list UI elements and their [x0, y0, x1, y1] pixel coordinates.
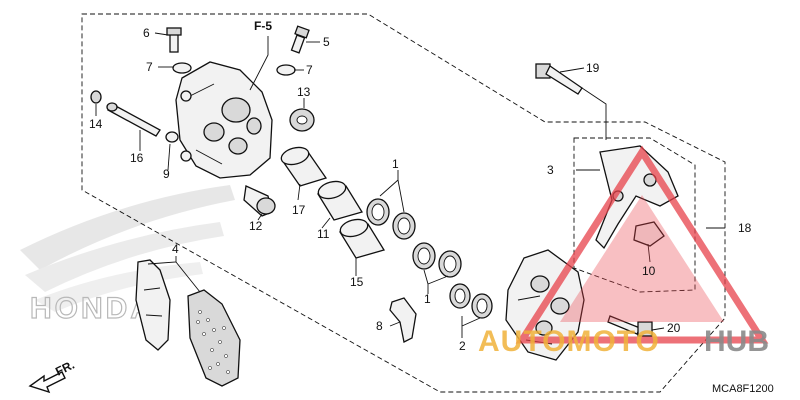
- pin-plug: [90, 90, 102, 104]
- callout-7b: 7: [306, 63, 313, 77]
- section-reference: F-5: [254, 19, 272, 33]
- retainer-clip: [633, 221, 665, 247]
- callout-12: 12: [249, 219, 263, 233]
- boot-seal-inner: [296, 115, 308, 125]
- piston-seal-set-upper: [366, 198, 416, 240]
- bleeder-cap-right: [276, 64, 296, 76]
- callout-19: 19: [586, 61, 600, 75]
- callout-1a: 1: [392, 157, 399, 171]
- callout-15: 15: [350, 275, 364, 289]
- washer-9: [165, 131, 179, 143]
- callout-1b: 1: [424, 292, 431, 306]
- callout-16: 16: [130, 151, 144, 165]
- pad-pin: [106, 102, 161, 137]
- callout-14: 14: [89, 117, 103, 131]
- piston-17: [280, 146, 328, 187]
- callout-2: 2: [459, 339, 466, 353]
- callout-7a: 7: [146, 60, 153, 74]
- leader-lines: [95, 32, 725, 338]
- warning-triangle-icon: [515, 145, 769, 344]
- front-arrow-icon: [28, 371, 66, 394]
- mounting-bolt-19: [535, 63, 583, 95]
- callout-11: 11: [317, 227, 330, 241]
- bracket-frame: [573, 137, 696, 293]
- bleeder-screw: [166, 27, 182, 53]
- drawing-code: MCA8F1200: [712, 383, 774, 395]
- callout-3: 3: [547, 163, 554, 177]
- piston-seal-set-lower: [412, 242, 462, 278]
- watermark-brand-part2: HUB: [704, 325, 769, 358]
- piston-15: [338, 218, 386, 259]
- assembly-frame: [81, 13, 726, 393]
- bleeder-valve: [290, 25, 310, 54]
- callout-8: 8: [376, 319, 383, 333]
- brake-pad-rear: [187, 289, 241, 387]
- honda-logo-text: HONDA: [30, 292, 155, 325]
- piston-seal-set-2: [449, 283, 493, 319]
- callout-13: 13: [297, 85, 311, 99]
- bolt-20: [607, 315, 653, 337]
- callout-20: 20: [667, 321, 681, 335]
- caliper-body: [175, 61, 273, 179]
- watermark-brand-part1: AUTOMOTO: [478, 325, 660, 358]
- callout-6: 6: [143, 26, 150, 40]
- callout-18: 18: [738, 221, 752, 235]
- callout-17: 17: [292, 203, 306, 217]
- slide-pin: [243, 185, 276, 217]
- front-label: FR.: [53, 358, 77, 379]
- callout-5: 5: [323, 35, 330, 49]
- callout-4: 4: [172, 242, 179, 256]
- callout-9: 9: [163, 167, 170, 181]
- bleeder-cap-left: [172, 62, 192, 74]
- pad-spring: [389, 297, 417, 343]
- piston-11: [316, 180, 364, 221]
- callout-10: 10: [642, 264, 656, 278]
